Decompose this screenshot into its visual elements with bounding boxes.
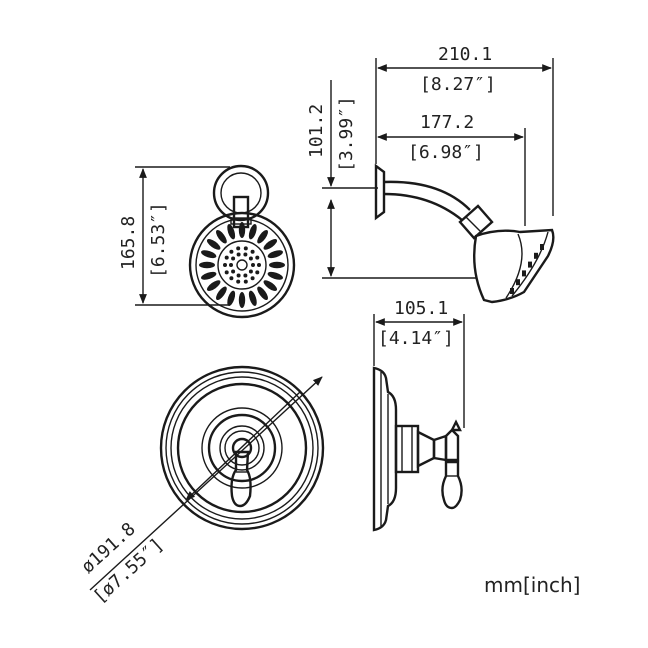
spray-petal: [227, 290, 236, 306]
side-nozzle: [516, 279, 520, 286]
spray-petal: [248, 224, 257, 240]
spray-nozzle: [229, 276, 234, 281]
spray-petal: [263, 239, 278, 250]
head-height-mm: 165.8: [118, 216, 139, 270]
head-height-inch: [6.53″]: [148, 202, 169, 278]
spray-petal: [238, 292, 246, 308]
spray-nozzle: [224, 255, 229, 260]
units-label: mm[inch]: [484, 573, 580, 597]
spray-petal: [227, 224, 236, 240]
spray-nozzle: [236, 279, 241, 284]
showerhead-front-view: [188, 164, 296, 319]
spray-nozzle: [229, 249, 234, 254]
spray-nozzle: [243, 246, 248, 251]
spray-nozzle: [257, 263, 261, 267]
spray-nozzle: [248, 256, 253, 261]
spray-petal: [263, 280, 278, 291]
spray-nozzle: [236, 273, 241, 278]
spray-nozzle: [248, 269, 253, 274]
valve-depth-mm: 105.1: [394, 298, 448, 319]
spray-nozzle: [236, 252, 241, 257]
spray-petal: [206, 239, 221, 250]
spray-petal: [238, 222, 246, 238]
side-nozzle: [534, 252, 538, 259]
dimension-drop: 101.2 [3.99″]: [306, 80, 476, 279]
spray-nozzle: [250, 249, 255, 254]
spray-nozzle: [243, 252, 248, 257]
spray-nozzle: [255, 255, 260, 260]
spray-petal: [206, 280, 221, 291]
dimension-trim-diameter: ø191.8 [ø7.55″]: [77, 376, 323, 608]
spray-nozzle: [250, 276, 255, 281]
spray-nozzle: [224, 270, 229, 275]
side-nozzle: [528, 261, 532, 268]
spray-nozzle: [231, 256, 236, 261]
valve-trim-front-view: [159, 365, 325, 531]
spray-nozzle: [236, 246, 241, 251]
arm-reach-mm: 177.2: [420, 112, 474, 133]
spray-nozzle: [229, 263, 233, 267]
side-nozzle: [510, 288, 514, 294]
spray-nozzle: [243, 279, 248, 284]
spray-nozzle: [255, 270, 260, 275]
overall-reach-mm: 210.1: [438, 44, 492, 65]
spray-nozzle: [231, 269, 236, 274]
arm-reach-inch: [6.98″]: [408, 142, 484, 163]
valve-depth-inch: [4.14″]: [378, 328, 454, 349]
spray-petal: [201, 250, 217, 259]
spray-petal: [269, 261, 285, 269]
spray-petal: [199, 261, 215, 269]
side-nozzle: [540, 244, 544, 250]
overall-reach-inch: [8.27″]: [420, 74, 496, 95]
spray-petal: [267, 271, 283, 280]
spray-petal: [257, 286, 268, 301]
spray-petal: [248, 290, 257, 306]
spray-petal: [257, 229, 268, 244]
side-nozzle: [522, 270, 526, 277]
side-nozzles: [510, 244, 544, 294]
dimension-arm-reach: 177.2 [6.98″]: [377, 112, 526, 226]
spray-nozzle: [243, 273, 248, 278]
dimension-head-height: 165.8 [6.53″]: [118, 166, 230, 306]
dimension-valve-depth: 105.1 [4.14″]: [373, 298, 465, 428]
valve-trim-side-view: [372, 366, 463, 532]
spray-petal: [201, 271, 217, 280]
spray-petals: [199, 222, 285, 308]
spray-nozzle: [251, 263, 255, 267]
drop-inch: [3.99″]: [336, 96, 357, 172]
spray-nozzle: [223, 263, 227, 267]
spray-nozzles: [223, 246, 261, 284]
spray-petal: [267, 250, 283, 259]
spray-petal: [216, 229, 227, 244]
showerhead-side-view: [374, 163, 555, 304]
drop-mm: 101.2: [306, 104, 327, 158]
dimension-overall-reach: 210.1 [8.27″]: [375, 44, 554, 216]
spray-petal: [216, 286, 227, 301]
